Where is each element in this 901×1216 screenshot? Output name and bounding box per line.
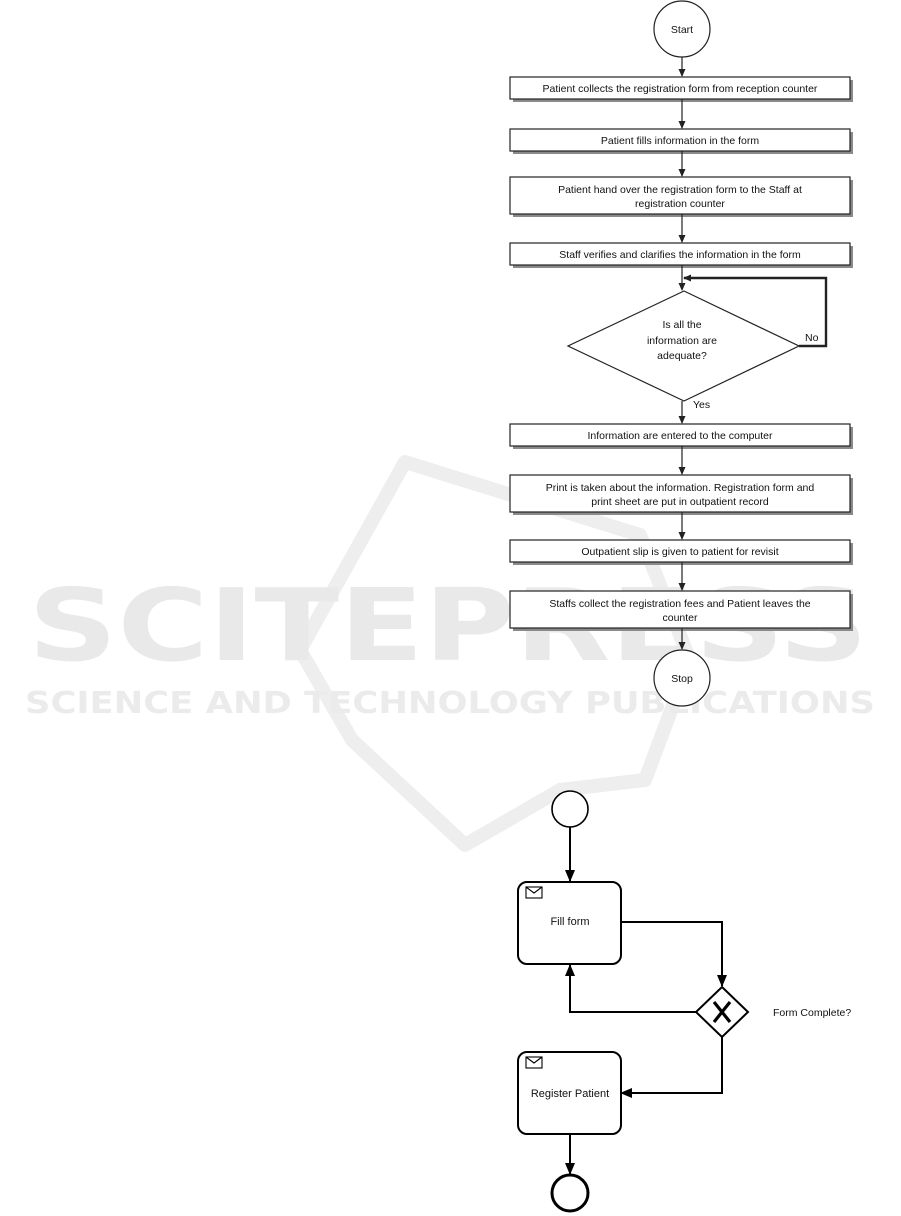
stop-label: Stop bbox=[671, 673, 693, 685]
bpmn-end-event bbox=[550, 1173, 590, 1213]
envelope-icon bbox=[525, 1056, 543, 1069]
stop-terminal bbox=[653, 649, 711, 707]
step-6-text-line1: Print is taken about the information. Re… bbox=[546, 482, 815, 494]
watermark-shape bbox=[293, 455, 697, 852]
registration-flowchart: Start Patient collects the registration … bbox=[509, 0, 853, 707]
start-label: Start bbox=[671, 24, 693, 36]
step-5-text: Information are entered to the computer bbox=[587, 430, 773, 442]
step-1-box bbox=[509, 76, 851, 100]
x-icon bbox=[712, 1001, 732, 1023]
step-6-text-line2: print sheet are put in outpatient record bbox=[591, 496, 769, 508]
step-6-box bbox=[509, 474, 851, 513]
step-2-text: Patient fills information in the form bbox=[601, 135, 759, 147]
step-8-box bbox=[509, 590, 851, 629]
step-4-text: Staff verifies and clarifies the informa… bbox=[559, 249, 801, 261]
decision-text-line2: information are bbox=[647, 335, 717, 347]
no-loop-connector bbox=[683, 274, 828, 348]
gateway-label: Form Complete? bbox=[773, 1007, 851, 1019]
step-5-box bbox=[509, 423, 851, 447]
register-patient-label: Register Patient bbox=[531, 1088, 609, 1100]
decision-no-label: No bbox=[805, 332, 819, 344]
step-3-text-line2: registration counter bbox=[635, 198, 725, 210]
step-4-box bbox=[509, 242, 851, 266]
watermark: SCITEPRESS SCIENCE AND TECHNOLOGY PUBLIC… bbox=[25, 455, 875, 852]
decision-diamond bbox=[566, 290, 801, 402]
envelope-icon bbox=[525, 886, 543, 899]
watermark-subtitle: SCIENCE AND TECHNOLOGY PUBLICATIONS bbox=[25, 686, 875, 721]
decision-yes-label: Yes bbox=[693, 399, 710, 411]
bpmn-diagram: Fill form Form Complete? Register Patien… bbox=[517, 790, 851, 1213]
decision-text-line1: Is all the bbox=[662, 319, 701, 331]
step-1-text: Patient collects the registration form f… bbox=[543, 83, 818, 95]
step-7-text: Outpatient slip is given to patient for … bbox=[581, 546, 778, 558]
bpmn-start-event bbox=[551, 790, 589, 828]
step-8-text-line2: counter bbox=[662, 612, 698, 624]
fill-form-label: Fill form bbox=[550, 916, 589, 928]
step-2-box bbox=[509, 128, 851, 152]
step-3-text-line1: Patient hand over the registration form … bbox=[558, 184, 802, 196]
step-8-text-line1: Staffs collect the registration fees and… bbox=[549, 598, 810, 610]
step-3-box bbox=[509, 176, 851, 215]
decision-text-line3: adequate? bbox=[657, 350, 707, 362]
step-7-box bbox=[509, 539, 851, 563]
